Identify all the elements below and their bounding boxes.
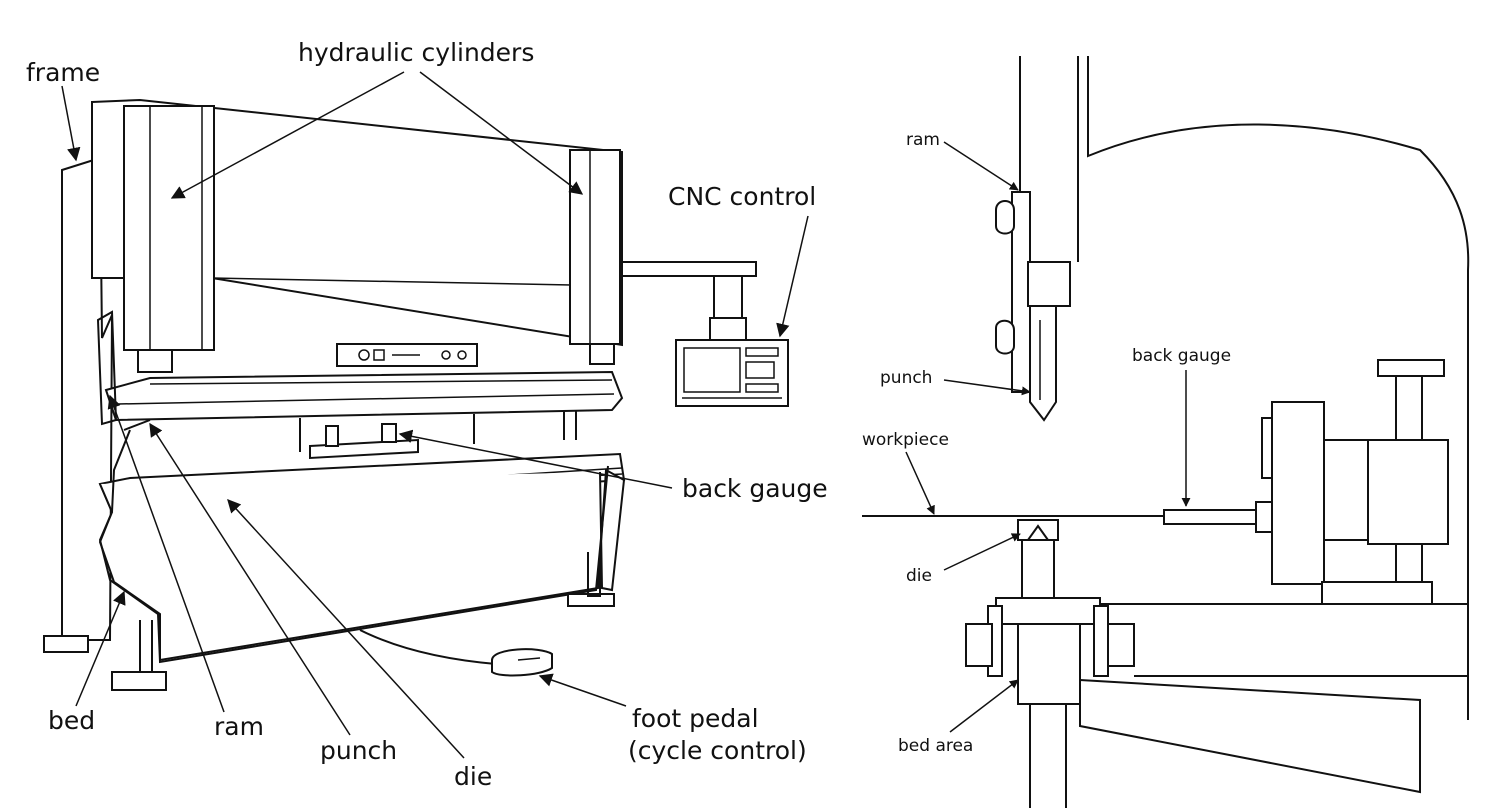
press-brake-machine xyxy=(43,98,789,691)
label-detail-bed-area: bed area xyxy=(898,736,974,756)
leader-back-gauge xyxy=(398,429,673,489)
cnc-arm xyxy=(621,261,757,277)
bed-foot-right xyxy=(567,593,615,607)
detail-bed-wedge xyxy=(1079,678,1421,794)
label-detail-punch: punch xyxy=(880,368,933,388)
leader-ram xyxy=(107,394,225,713)
label-detail-workpiece: workpiece xyxy=(862,430,949,450)
press-brake-detail xyxy=(862,56,1470,808)
pedal-cable xyxy=(359,629,497,665)
leader-cylinder-right xyxy=(419,71,584,195)
label-hydraulic-cylinders: hydraulic cylinders xyxy=(298,38,535,67)
label-frame: frame xyxy=(26,58,101,87)
leader-detail-punch xyxy=(943,379,1031,396)
leader-detail-ram xyxy=(943,141,1019,191)
leader-bed xyxy=(75,590,126,707)
machine-leader-lines xyxy=(61,71,809,759)
leader-foot-pedal xyxy=(538,673,627,707)
leader-punch xyxy=(149,422,351,736)
label-foot-pedal: foot pedal xyxy=(632,704,759,733)
leader-detail-workpiece xyxy=(905,451,935,515)
label-bed: bed xyxy=(48,706,96,735)
leader-cnc xyxy=(776,215,809,338)
label-detail-die: die xyxy=(906,566,932,586)
foot-pedal xyxy=(491,648,553,677)
leader-cylinder-left xyxy=(170,71,405,199)
label-detail-ram: ram xyxy=(906,130,940,150)
leader-detail-die xyxy=(943,533,1021,571)
detail-die xyxy=(1017,519,1059,541)
frame-foot-left xyxy=(43,635,89,653)
leader-die xyxy=(227,499,465,759)
hydraulic-cylinder-right xyxy=(569,149,621,345)
label-back-gauge: back gauge xyxy=(682,474,828,503)
detail-punch xyxy=(1029,305,1057,422)
label-detail-back-gauge: back gauge xyxy=(1132,346,1232,366)
label-die: die xyxy=(454,762,493,791)
detail-frame xyxy=(1087,56,1470,720)
label-cycle-control: (cycle control) xyxy=(628,736,807,765)
leader-frame xyxy=(61,85,81,162)
hydraulic-cylinder-left xyxy=(123,105,215,351)
detail-back-gauge-finger xyxy=(1163,509,1261,525)
frame-foot-right xyxy=(111,671,167,691)
leader-detail-bed-area xyxy=(949,679,1019,733)
detail-leader-lines xyxy=(905,141,1191,733)
label-ram: ram xyxy=(214,712,264,741)
cnc-pendant xyxy=(675,339,789,407)
label-punch: punch xyxy=(320,736,398,765)
detail-bed-block xyxy=(995,597,1101,625)
label-cnc-control: CNC control xyxy=(668,182,817,211)
